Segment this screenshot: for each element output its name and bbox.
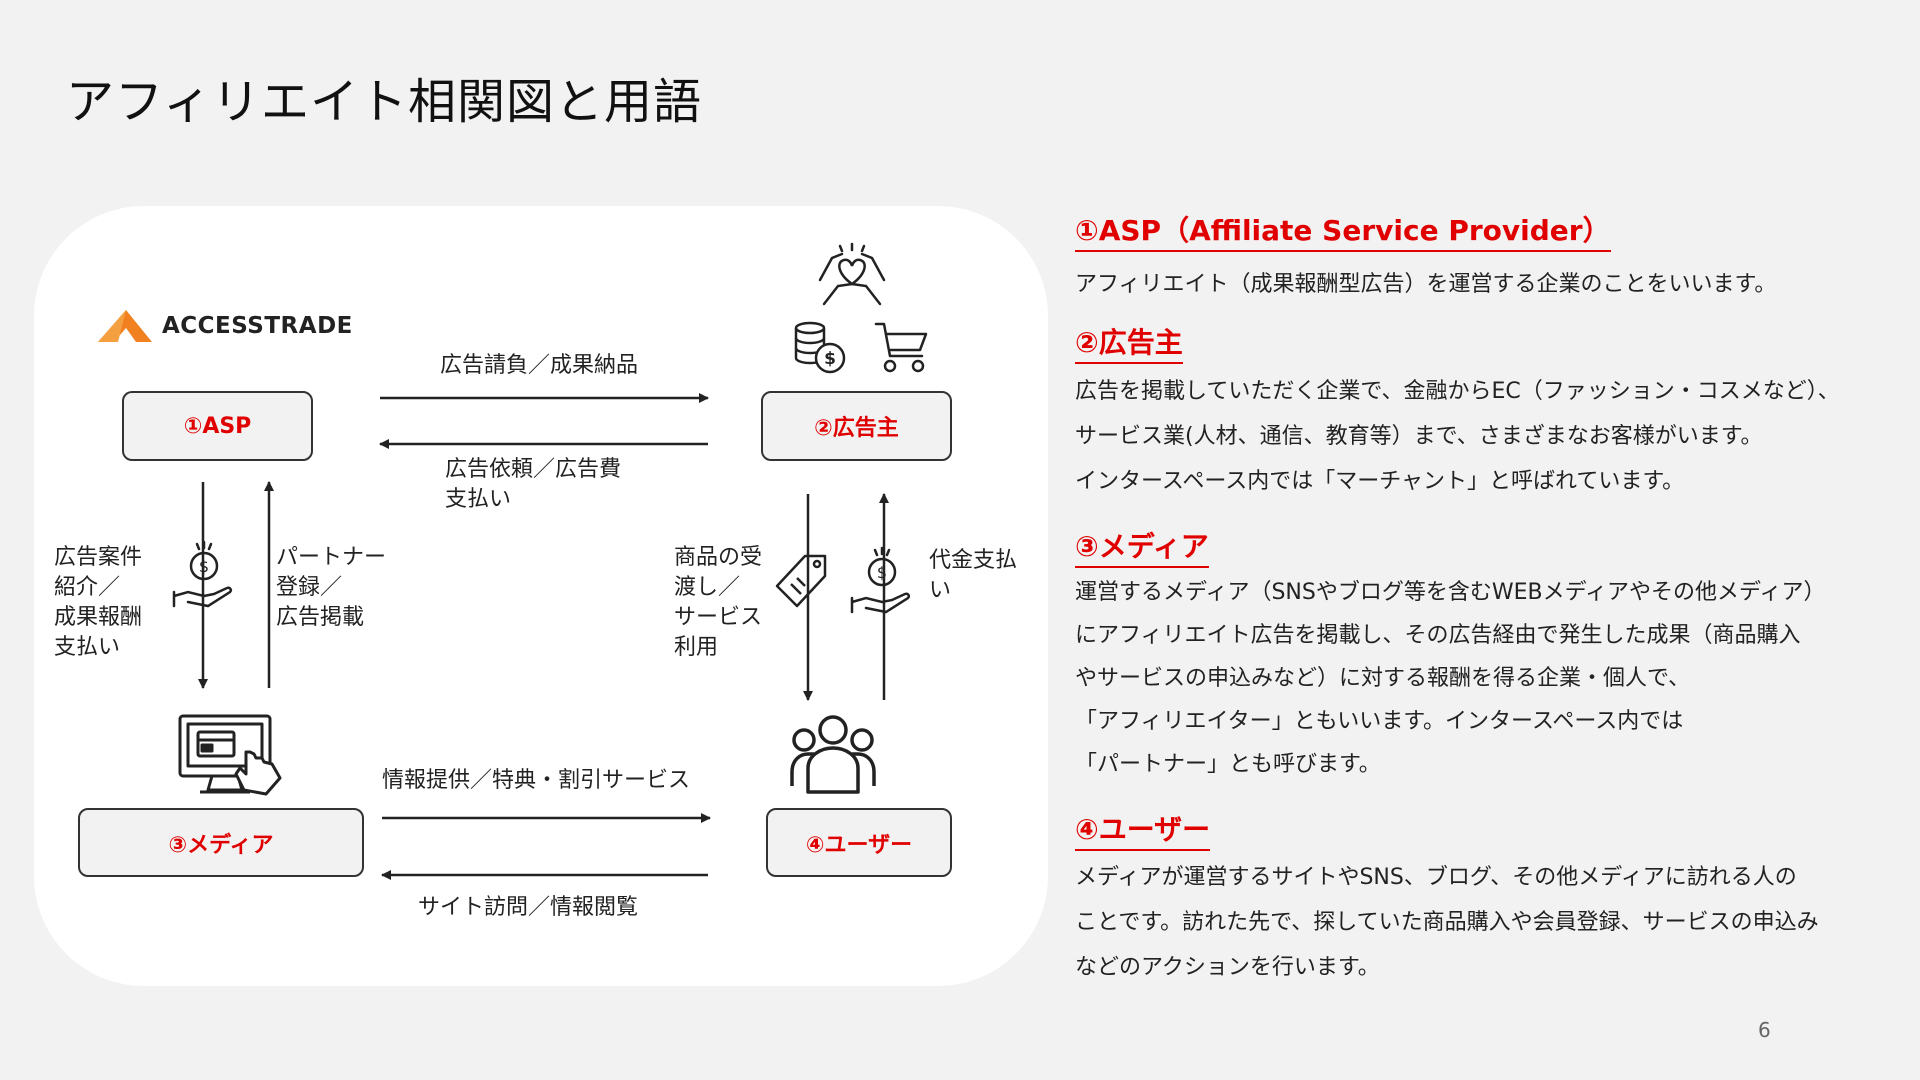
label-media-to-user: 情報提供／特典・割引サービス [382,768,691,793]
page-number: 6 [1758,1018,1771,1042]
term-heading-media: ③メディア [1075,525,1209,568]
label-asp-to-media: 広告案件 紹介／ 成果報酬 支払い [54,545,143,660]
label-media-to-asp: パートナー 登録／ 広告掲載 [276,545,387,630]
logo-mark-icon [98,310,152,342]
svg-text:$: $ [824,349,836,369]
slide-title: アフィリエイト相関図と用語 [66,74,703,130]
term-heading-asp: ①ASP（Affiliate Service Provider） [1075,209,1611,252]
accesstrade-logo: ACCESSTRADE [96,306,353,346]
label-advertiser-to-asp: 広告依頼／広告費 支払い [445,457,622,512]
term-body-user: メディアが運営するサイトやSNS、ブログ、その他メディアに訪れる人の ことです。… [1075,865,1819,980]
term-heading-user: ④ユーザー [1075,808,1211,851]
label-user-to-media: サイト訪問／情報閲覧 [418,895,639,920]
label-user-to-advertiser: 代金支払 い [929,548,1018,603]
computer-card-icon [178,714,282,796]
coins-icon: $ [794,321,846,374]
label-advertiser-to-user: 商品の受 渡し／ サービス 利用 [674,545,763,660]
term-body-media: 運営するメディア（SNSやブログ等を含むWEBメディアやその他メディア） にアフ… [1075,580,1826,777]
money-hand-icon: $ [850,546,911,614]
svg-text:$: $ [199,557,209,576]
node-advertiser: ②広告主 [761,391,952,461]
label-asp-to-advertiser: 広告請負／成果納品 [440,353,639,378]
node-user: ④ユーザー [766,808,952,877]
logo-text: ACCESSTRADE [162,313,353,339]
term-body-advertiser: 広告を掲載していただく企業で、金融からEC（ファッション・コスメなど）、 サービ… [1075,379,1840,494]
term-body-asp: アフィリエイト（成果報酬型広告）を運営する企業のことをいいます。 [1075,272,1777,297]
users-group-icon [790,715,876,794]
term-heading-advertiser: ②広告主 [1075,321,1183,364]
price-tag-icon [775,554,827,608]
heart-hands-icon [818,242,886,306]
svg-text:$: $ [877,563,887,582]
money-hand-icon: $ [172,540,233,608]
shopping-cart-icon [874,322,928,373]
node-asp: ①ASP [122,391,313,461]
node-media: ③メディア [78,808,364,877]
